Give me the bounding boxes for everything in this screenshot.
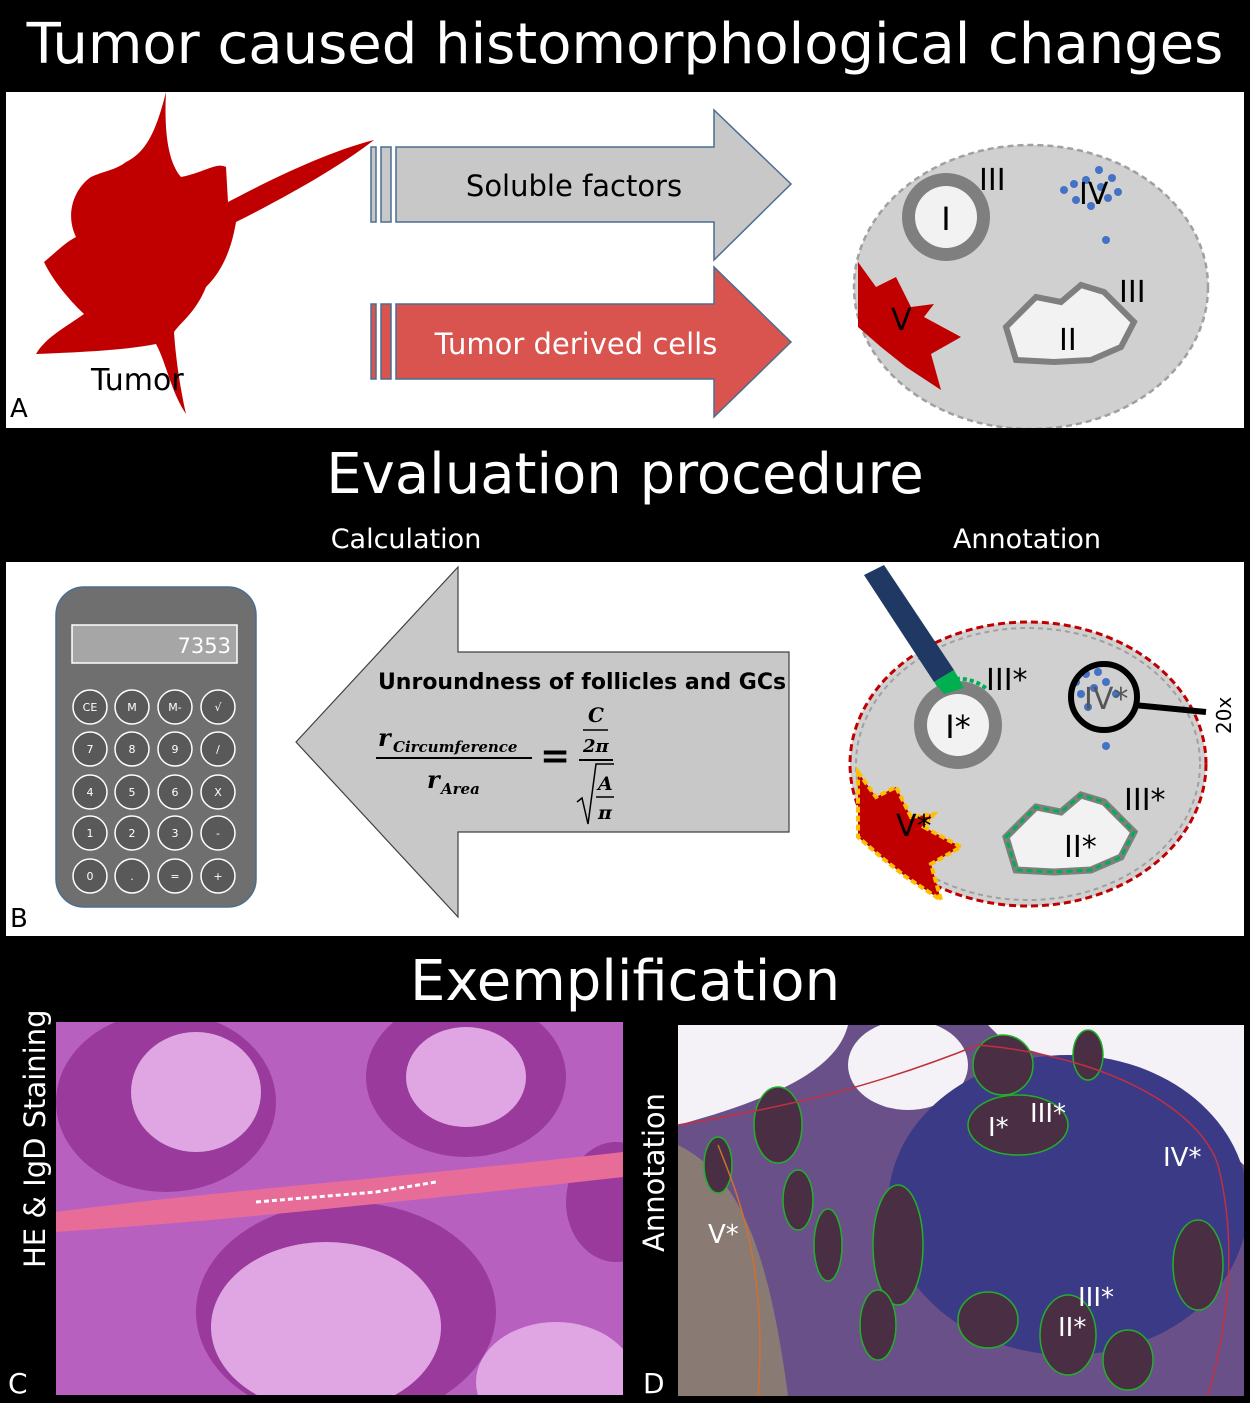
panel-d-side-label: Annotation — [637, 1092, 671, 1252]
calculator-key — [114, 774, 150, 810]
node-a-label-III-top: III — [979, 163, 1006, 198]
calculator-display: 7353 — [178, 634, 231, 658]
calculator-keypad: CE M M- √ 7 8 9 / 4 5 6 X 1 2 3 - 0. = + — [72, 689, 236, 894]
soluble-factors-arrow — [370, 108, 793, 262]
panel-b-letter: B — [10, 904, 28, 934]
calculator-key — [114, 858, 150, 894]
panel-b-diagram: 7353 CE M M- √ 7 8 9 / 4 5 6 X 1 2 3 - 0. = + Unroundness … — [55, 565, 1236, 919]
tumor-cells-label: Tumor derived cells — [434, 327, 718, 361]
formula-r-bottom: r — [427, 765, 442, 794]
panel-c-side-label: HE & IgD Staining — [18, 1009, 52, 1268]
panel-d-mark-III-top: III* — [1030, 1099, 1067, 1129]
calculator-key — [200, 731, 236, 767]
calculator-key-label: 9 — [172, 743, 179, 756]
calculator-key — [200, 858, 236, 894]
title-exemplification: Exemplification — [0, 938, 1250, 1020]
calculator-key — [157, 815, 193, 851]
node-a-label-IV: IV — [1079, 177, 1109, 212]
he-igd-staining-image — [56, 1022, 623, 1395]
calculator-key — [157, 731, 193, 767]
calculator-key-label: 3 — [172, 827, 179, 840]
calculation-header: Calculation — [6, 518, 806, 560]
calculator-key-label: 5 — [129, 786, 136, 799]
calculation-arrow — [295, 565, 790, 919]
calculator-key-label: √ — [214, 701, 222, 714]
calculator-key-label: 0 — [87, 870, 94, 883]
calculator-key — [157, 858, 193, 894]
panel-c-letter: C — [8, 1367, 28, 1400]
node-a-label-III-bottom: III — [1119, 275, 1146, 310]
node-a-label-II: II — [1059, 323, 1077, 358]
calculator-key — [200, 689, 236, 725]
calculator-key — [114, 689, 150, 725]
formula-sub-area: Area — [439, 780, 480, 798]
formula-pi: π — [597, 802, 613, 824]
annotation-header: Annotation — [810, 518, 1244, 560]
panel-d-mark-II: II* — [1058, 1313, 1087, 1343]
annotated-section-image: I* III* IV* V* III* II* — [678, 1025, 1244, 1396]
tumor-cells-arrow — [370, 265, 793, 419]
calculator-key-label: 8 — [129, 743, 136, 756]
panel-d-mark-I: I* — [988, 1113, 1009, 1143]
node-a-label-I: I — [941, 200, 950, 238]
calculator-key — [200, 774, 236, 810]
soluble-factors-label: Soluble factors — [466, 169, 682, 203]
calculator-key — [72, 858, 108, 894]
node-a-label-V: V — [891, 303, 912, 338]
calculator-key — [157, 689, 193, 725]
formula-equals: = — [540, 735, 570, 777]
calculator-key-label: 1 — [87, 827, 94, 840]
node-b-label-III-top: III* — [986, 663, 1028, 698]
calculator-key-label: - — [216, 827, 220, 840]
title-evaluation-procedure: Evaluation procedure — [0, 430, 1250, 516]
tumor-shape — [36, 92, 374, 414]
formula-r-top: r — [378, 723, 393, 752]
calculator-key — [72, 774, 108, 810]
lymph-node-b — [848, 620, 1208, 908]
lymph-node-a — [852, 143, 1210, 428]
unroundness-formula: r Circumference r Area = C 2π A π — [376, 703, 614, 825]
panel-d-mark-V: V* — [708, 1220, 739, 1250]
calculator-key-label: 6 — [172, 786, 179, 799]
node-b-label-V: V* — [896, 809, 932, 844]
tumor-label: Tumor — [90, 363, 184, 398]
formula-A: A — [596, 773, 613, 795]
panel-d-letter: D — [643, 1367, 665, 1400]
calculator-key-label: 7 — [87, 743, 94, 756]
panel-a-diagram: Tumor Soluble factors Tumor derived cell… — [36, 92, 1210, 428]
node-b-label-III-bottom: III* — [1124, 783, 1166, 818]
title-tumor-changes: Tumor caused histomorphological changes — [0, 0, 1250, 90]
node-b-label-IV: IV* — [1084, 682, 1128, 717]
calculator-key — [200, 815, 236, 851]
calculator-key — [72, 815, 108, 851]
calculator-key — [72, 731, 108, 767]
panel-d-mark-III-bottom: III* — [1078, 1283, 1115, 1313]
calculator-key-label: / — [216, 743, 220, 756]
annotation-pen-icon — [864, 565, 964, 694]
magnification-label: 20x — [1212, 697, 1236, 734]
calculator-key — [114, 731, 150, 767]
calculator-key-label: M- — [168, 701, 181, 714]
formula-C: C — [588, 703, 604, 727]
calculator-key-label: = — [170, 870, 179, 883]
calculator-key-label: + — [213, 870, 222, 883]
calculator-key-label: M — [127, 701, 137, 714]
calculator-key — [114, 815, 150, 851]
calculator-key — [72, 689, 108, 725]
calculator-key-label: X — [214, 786, 222, 799]
calculator-key-label: . — [130, 870, 134, 883]
node-b-label-I: I* — [945, 708, 970, 746]
panel-a: Tumor Soluble factors Tumor derived cell… — [6, 92, 1244, 428]
formula-title: Unroundness of follicles and GCs — [378, 670, 786, 695]
node-b-label-II: II* — [1064, 830, 1097, 865]
calculator-key-label: 2 — [129, 827, 136, 840]
calculator-key-label: 4 — [87, 786, 94, 799]
formula-2pi: 2π — [582, 736, 610, 757]
calculator-key-label: CE — [83, 701, 98, 714]
panel-d-mark-IV: IV* — [1163, 1143, 1202, 1173]
panel-b: 7353 CE M M- √ 7 8 9 / 4 5 6 X 1 2 3 - 0. = + Unroundness … — [6, 562, 1244, 936]
calculator-key — [157, 774, 193, 810]
panel-a-letter: A — [10, 394, 28, 424]
formula-sub-circumference: Circumference — [393, 738, 517, 756]
